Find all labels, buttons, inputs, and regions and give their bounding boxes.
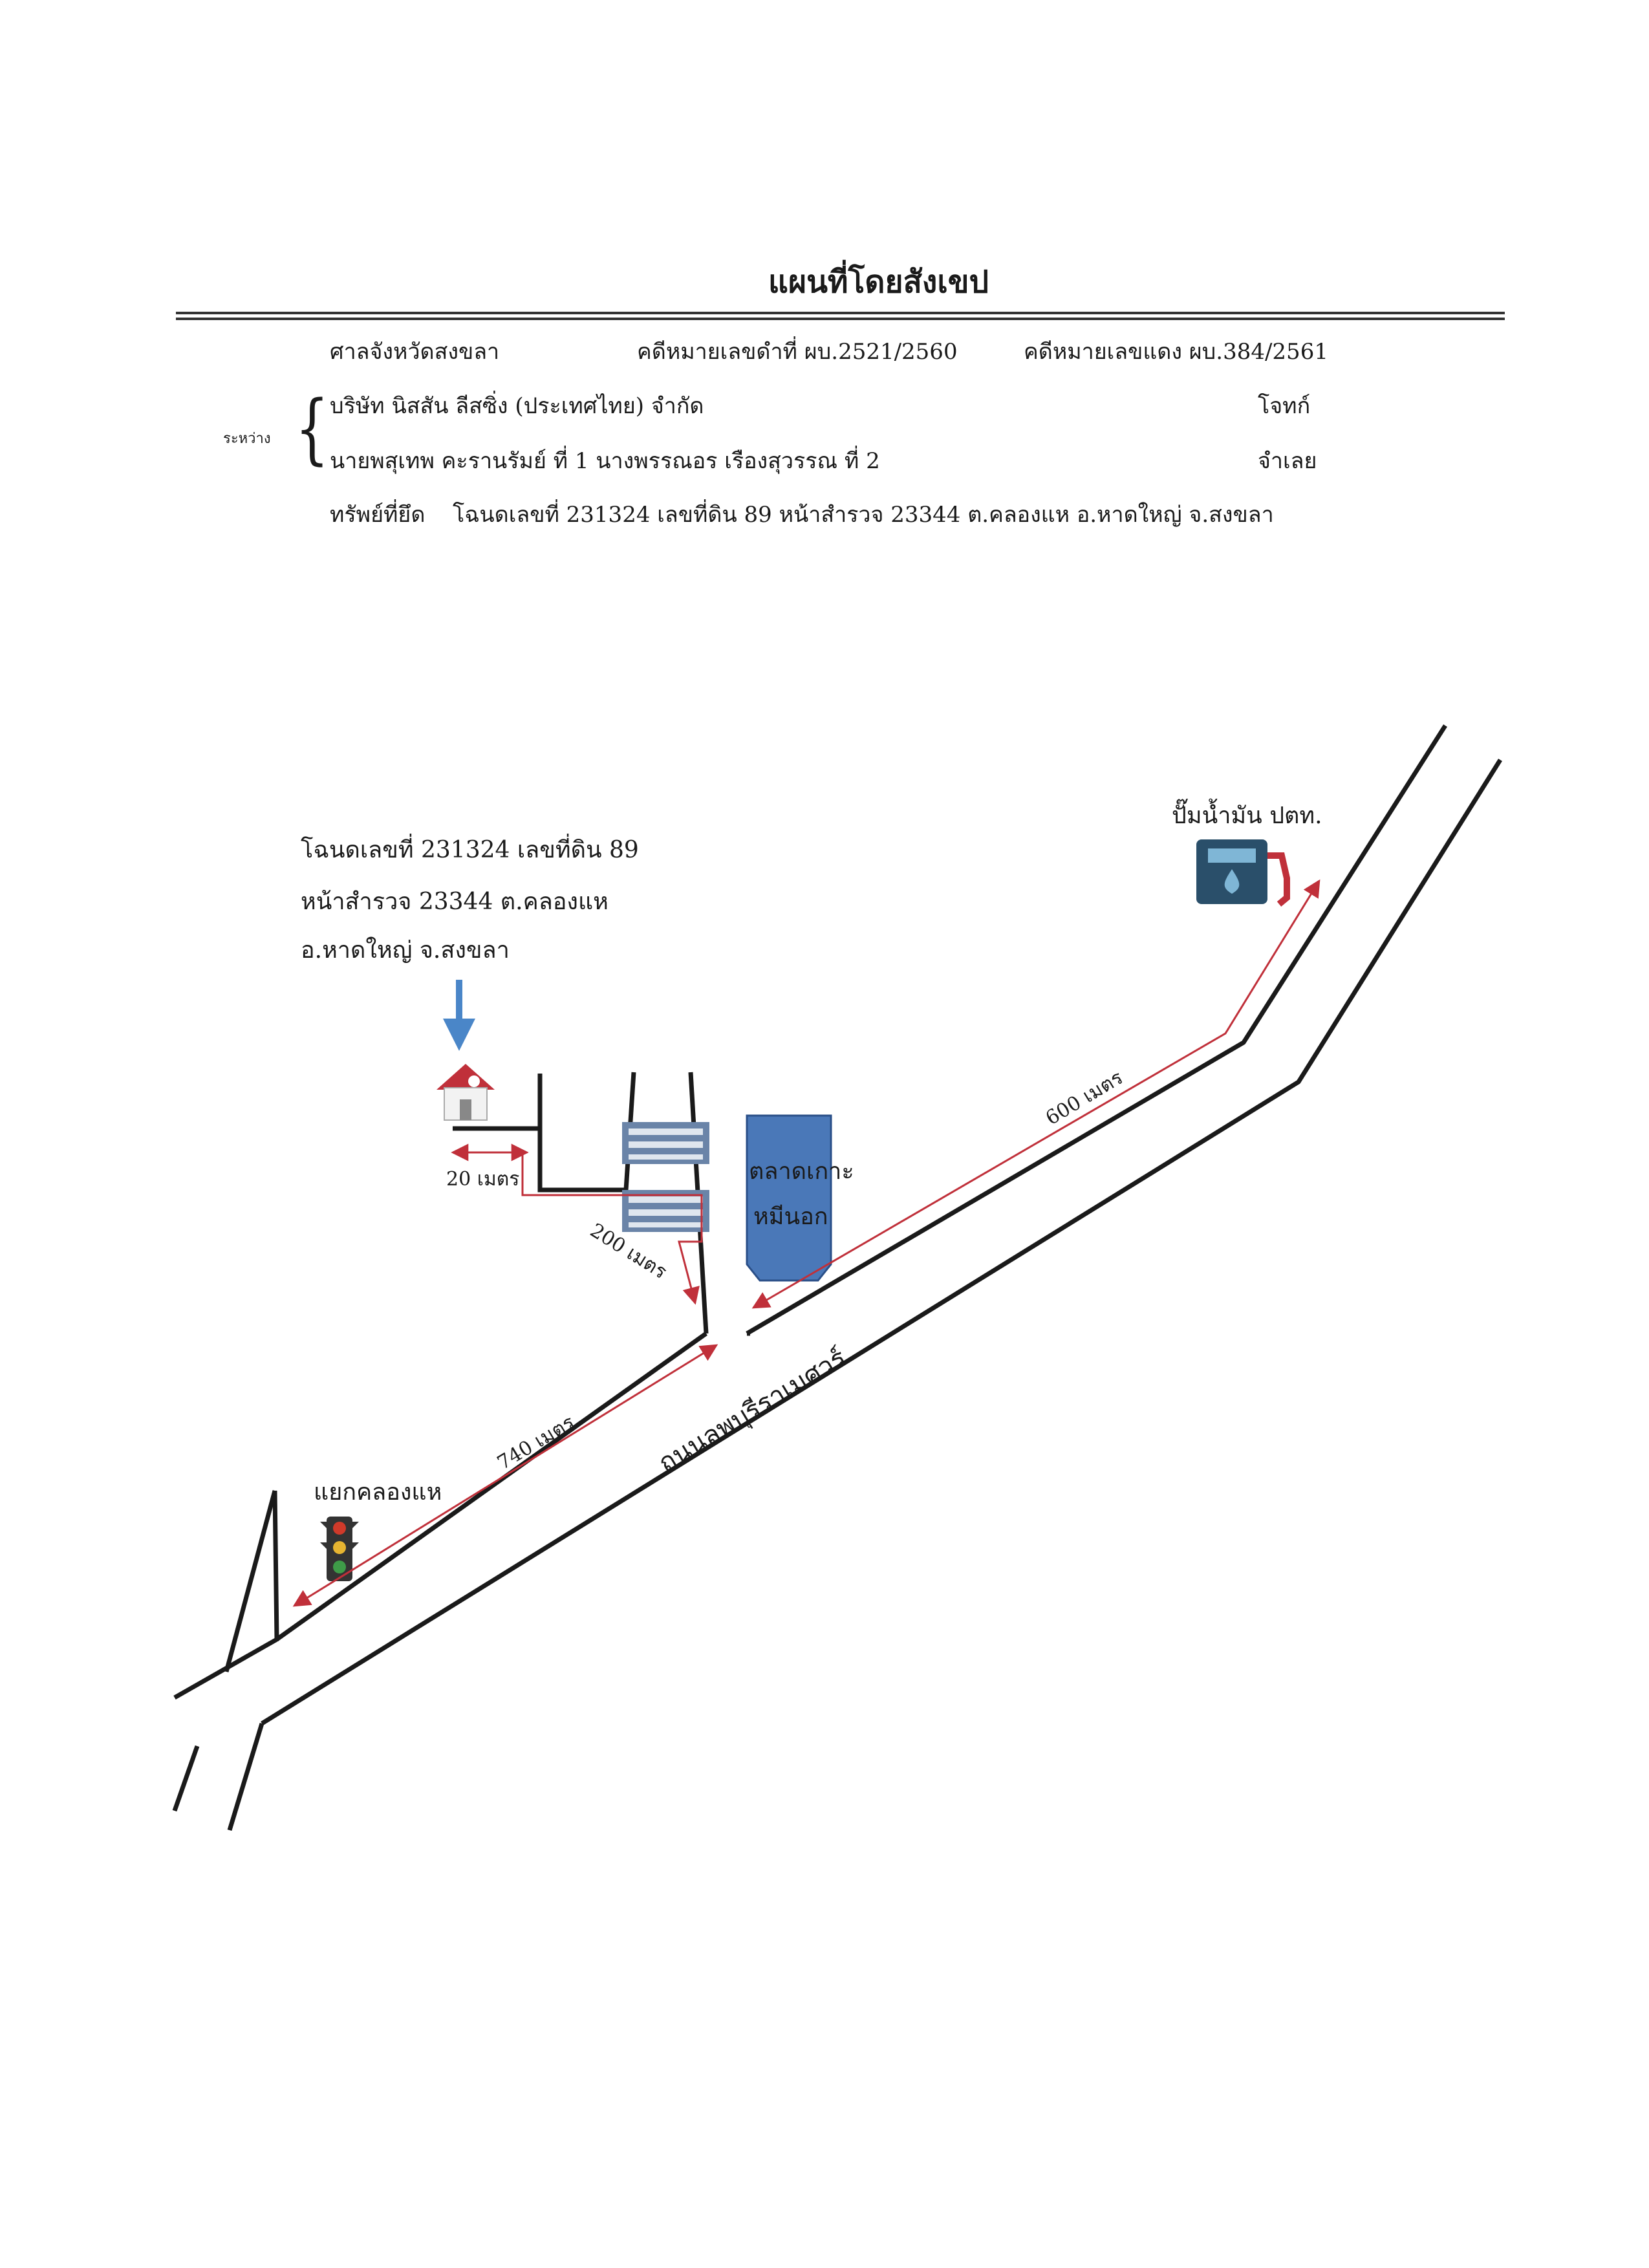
traffic-light-icon [320, 1517, 359, 1581]
asset-value: โฉนดเลขที่ 231324 เลขที่ดิน 89 หน้าสำรวจ… [453, 502, 1274, 528]
gas-station-label: ปั๊มน้ำมัน ปตท. [1172, 803, 1322, 829]
plaintiff-name: บริษัท นิสสัน ลีสซิ่ง (ประเทศไทย) จำกัด [330, 393, 704, 419]
brace-icon: { [295, 383, 329, 473]
asset-label: ทรัพย์ที่ยึด [330, 502, 426, 528]
route-740m [292, 1344, 718, 1607]
defendant-role: จำเลย [1258, 448, 1317, 474]
court-name: ศาลจังหวัดสงขลา [330, 339, 500, 365]
plaintiff-role: โจทก์ [1258, 393, 1311, 419]
building-icon [622, 1190, 709, 1232]
route-soi [521, 1152, 703, 1232]
junction-road-b [227, 1722, 264, 1831]
market-label-line2: หมีนอก [753, 1204, 828, 1230]
title-rule-top [176, 312, 1505, 314]
junction-label: แยกคลองแห [314, 1479, 442, 1506]
road-upper-edge [746, 724, 1447, 1336]
soi-stub [453, 1074, 543, 1131]
page-title: แผนที่โดยสังเขป [768, 264, 989, 300]
market-label-line1: ตลาดเกาะ [749, 1158, 854, 1185]
property-label-line3: อ.หาดใหญ่ จ.สงขลา [301, 937, 510, 964]
building-icon [622, 1122, 709, 1164]
between-label: ระหว่าง [223, 431, 271, 447]
defendant-name: นายพสุเทพ คะรานรัมย์ ที่ 1 นางพรรณอร เรื… [330, 448, 880, 474]
junction-road-c [172, 1745, 200, 1812]
property-label-line1: โฉนดเลขที่ 231324 เลขที่ดิน 89 [301, 837, 639, 863]
gas-pump-icon [1196, 839, 1290, 907]
black-case-number: คดีหมายเลขดำที่ ผบ.2521/2560 [637, 339, 958, 365]
property-label-line2: หน้าสำรวจ 23344 ต.คลองแห [301, 889, 609, 915]
route-200m [678, 1232, 703, 1305]
house-icon [436, 1064, 495, 1121]
junction-road-a [173, 1490, 279, 1700]
soi-south-edge [537, 1075, 626, 1193]
route-600m [751, 879, 1320, 1309]
distance-20m: 20 เมตร [446, 1168, 520, 1191]
route-lines [292, 879, 1320, 1607]
title-rule-bottom [176, 318, 1505, 320]
red-case-number: คดีหมายเลขแดง ผบ.384/2561 [1024, 339, 1328, 365]
